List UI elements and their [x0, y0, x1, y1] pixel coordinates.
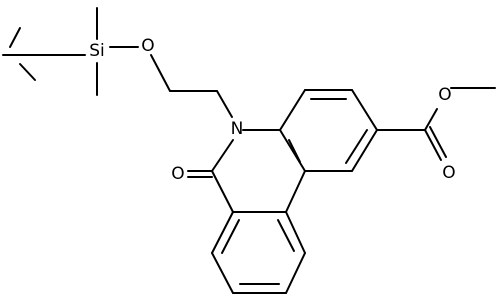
bond-c10-c9 — [285, 252, 306, 294]
bond-c3-c2 — [351, 89, 378, 131]
bond-ester-c-o-single — [424, 108, 438, 131]
bond-c10b-c10 — [285, 211, 306, 254]
bond-c4a-c4 — [279, 89, 306, 131]
bond-c10a-c4a-inner — [288, 139, 301, 163]
lactam-ring — [187, 129, 306, 213]
atom-label-o-carbonyl: O — [171, 164, 184, 184]
atom-label-o-ester-single: O — [438, 85, 451, 105]
bond-c7-c6a-inner — [221, 219, 240, 254]
bond-c7-c6a — [211, 211, 234, 254]
atom-label-n: N — [231, 119, 244, 139]
atom-label-o-ether: O — [141, 36, 154, 56]
bond-tbu-methyl-3 — [19, 63, 36, 81]
bond-c10b-c10-inner — [277, 219, 295, 252]
bond-c2-c1-inner — [345, 129, 368, 164]
upper-benzene-ring — [279, 89, 378, 172]
bond-o-ch2 — [150, 54, 171, 92]
bond-ester-c-o-double-a — [424, 129, 442, 161]
atom-labels: Si O N O O O — [89, 36, 455, 184]
tbs-group — [2, 7, 139, 96]
bond-ch2-n — [216, 90, 233, 118]
atom-label-si: Si — [89, 41, 105, 61]
atom-label-o-ester-double: O — [442, 163, 455, 183]
lower-benzene-ring — [211, 211, 306, 294]
bond-tbu-methyl-1 — [9, 27, 21, 48]
bond-c10a-c4a — [279, 129, 306, 172]
bond-ester-c-o-double-b — [429, 126, 447, 158]
bond-c2-c1 — [351, 129, 378, 172]
ester-group — [376, 87, 496, 161]
ethyl-linker — [150, 54, 233, 118]
bond-c10b-c10a — [285, 170, 306, 213]
bond-c6-c6a — [211, 170, 234, 213]
bond-n-c6 — [211, 139, 234, 172]
bond-c8-c7 — [211, 252, 234, 294]
